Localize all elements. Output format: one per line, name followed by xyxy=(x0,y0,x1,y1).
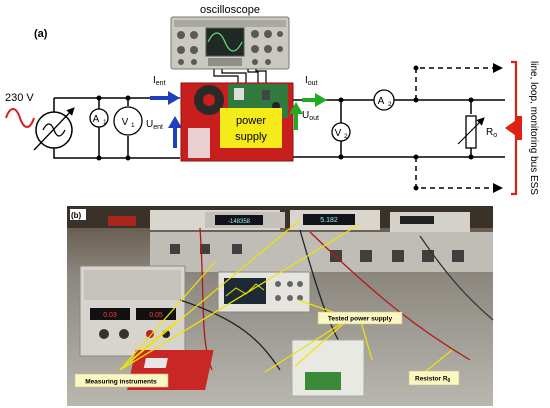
oscilloscope: oscilloscope xyxy=(170,4,290,83)
ac-source: 230 V xyxy=(5,92,75,151)
probe-cable-4 xyxy=(255,69,267,83)
v2-sub: 2 xyxy=(344,133,348,140)
oscilloscope-knobs-left xyxy=(177,31,198,65)
bus-side-label: line, loop, monitoring bus ESS xyxy=(528,61,539,195)
oscilloscope-knobs-right xyxy=(251,30,283,65)
v1-sub: 1 xyxy=(131,122,135,129)
voltmeter-v1: V 1 xyxy=(113,106,143,136)
probe-cable-3 xyxy=(247,69,259,83)
power-supply-block: power supply xyxy=(180,82,294,162)
power-supply-line-1: power xyxy=(236,115,266,127)
panel-a-label: (a) xyxy=(34,28,48,40)
photo-oscilloscope xyxy=(217,271,311,313)
callout-measuring-text: Measuring instruments xyxy=(85,379,157,386)
output-voltage-arrow xyxy=(289,102,303,130)
voltmeter-v2: V 2 xyxy=(331,122,351,142)
dc-power-supply-unit: 0.03 0.05 xyxy=(79,265,186,357)
u-out-label: Uout xyxy=(302,110,319,122)
red-component xyxy=(108,216,136,226)
i-ent-label: Ient xyxy=(153,75,166,87)
power-supply-component xyxy=(188,128,210,158)
probe-cable-1 xyxy=(213,69,239,83)
bus-bracket xyxy=(505,60,522,196)
callout-measuring-box xyxy=(74,373,169,388)
oscilloscope-label: oscilloscope xyxy=(200,4,260,16)
v2-letter: V xyxy=(335,128,342,139)
oscilloscope-top-strip xyxy=(174,20,286,27)
power-supply-label-bg xyxy=(220,108,282,148)
callout-lines xyxy=(119,219,453,377)
multimeter-reading-1: -148358 xyxy=(228,219,251,225)
u-ent-label: Uent xyxy=(146,119,163,131)
callout-tested-box xyxy=(317,311,403,325)
i-out-label: Iout xyxy=(305,75,318,87)
source-sine-icon xyxy=(42,123,66,137)
psu-display-left-frame xyxy=(90,308,130,320)
bus-arrowhead-bottom xyxy=(493,183,503,193)
source-voltage-label: 230 V xyxy=(5,92,34,104)
panel-a-circuit: (a) oscilloscope xyxy=(5,4,539,195)
psu-display-right: 0.05 xyxy=(149,312,163,319)
ac-wave-icon xyxy=(5,108,35,128)
panel-b-photo: -148358 5.182 0.03 0.05 xyxy=(67,206,494,406)
ammeter-a2: A 2 xyxy=(373,89,395,111)
probe-cable-2 xyxy=(221,69,247,83)
multimeter-display-2 xyxy=(303,214,355,225)
variac-arrow xyxy=(33,107,75,151)
callout-tested-text: Tested power supply xyxy=(328,316,393,323)
callout-resistor-text: Resistor R0 xyxy=(415,376,451,385)
test-board-green xyxy=(305,372,341,390)
multimeter-display-1 xyxy=(215,215,263,225)
test-board-white xyxy=(291,339,365,397)
v1-letter: V xyxy=(122,117,129,128)
callout-resistor-box xyxy=(408,370,460,386)
ammeter-a1: A 1 xyxy=(89,108,109,128)
resistor-ro: Ro xyxy=(457,115,497,149)
ro-label: Ro xyxy=(486,127,497,139)
oscilloscope-lower-panel xyxy=(208,58,242,66)
a2-sub: 2 xyxy=(388,101,392,108)
multimeter-reading-2: 5.182 xyxy=(320,217,338,224)
input-current-arrow xyxy=(150,91,180,105)
a2-letter: A xyxy=(378,96,385,107)
power-supply-line-2: supply xyxy=(235,131,267,143)
a1-letter: A xyxy=(93,114,100,125)
a1-sub: 1 xyxy=(103,119,107,126)
bus-dashed-lines xyxy=(415,67,496,189)
oscilloscope-trace xyxy=(207,32,243,52)
panel-b-label-bg xyxy=(70,209,86,220)
socket-row xyxy=(170,244,464,262)
bus-arrowhead-top xyxy=(493,63,503,73)
panel-b-label: (b) xyxy=(71,211,82,220)
output-current-arrow xyxy=(302,93,327,107)
input-voltage-arrow xyxy=(168,116,182,148)
psu-display-left: 0.03 xyxy=(103,312,117,319)
